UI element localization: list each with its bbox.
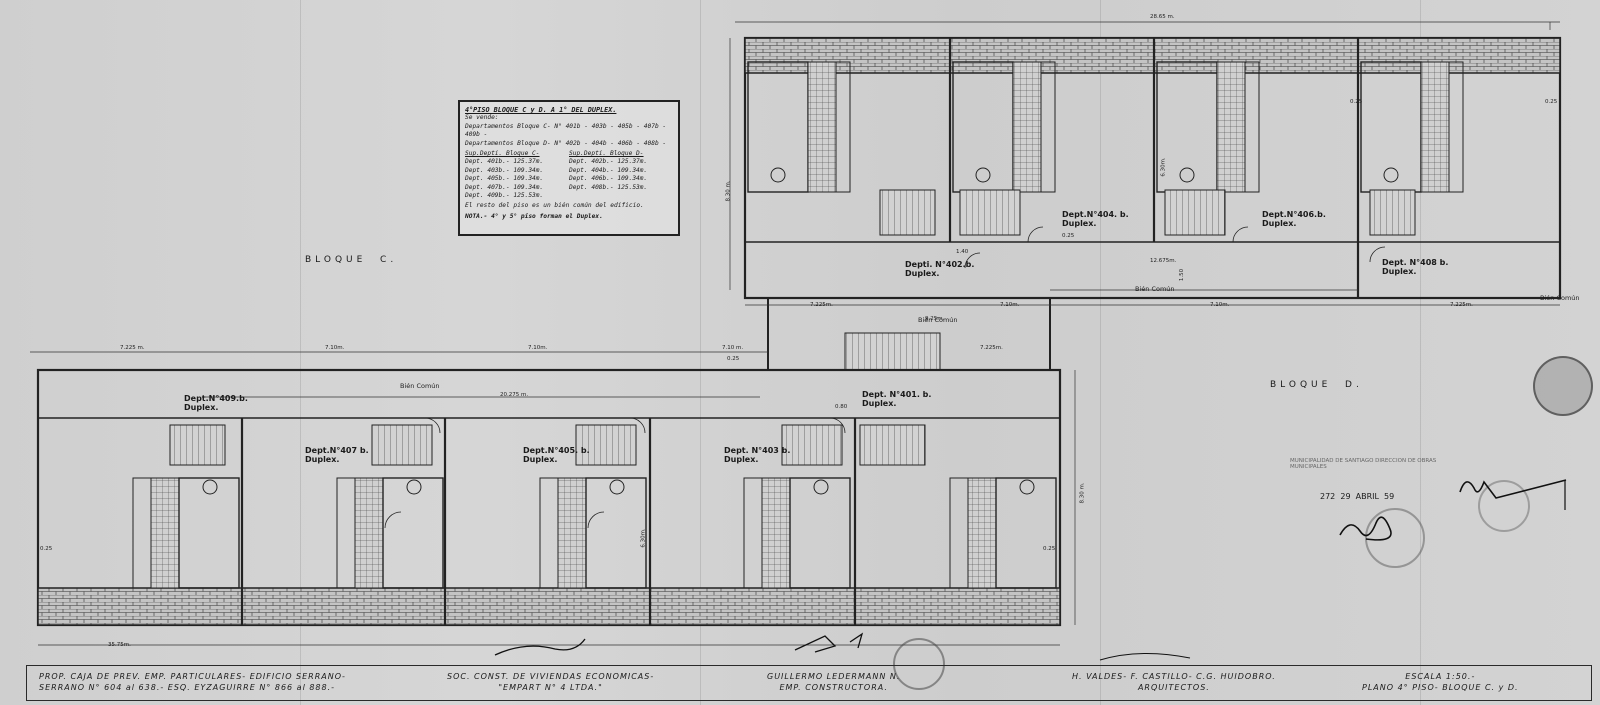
area-d: Dept. 402b.- 125.37m. (569, 158, 648, 166)
area-c: Dept. 401b.- 125.37m. (465, 158, 544, 166)
block-d-label: BLOQUE D. (1270, 380, 1363, 390)
label-402: Depti. N°402.b.Duplex. (905, 260, 975, 278)
note-nota: NOTA.- 4° y 5° piso forman el Duplex. (465, 212, 603, 220)
label-405: Dept.N°405. b.Duplex. (523, 446, 590, 464)
title-block: PROP. CAJA DE PREV. EMP. PARTICULARES- E… (26, 665, 1592, 701)
area-c: Dept. 409b.- 125.53m. (465, 192, 544, 200)
label-401: Dept. N°401. b.Duplex. (862, 390, 932, 408)
municipal-stamp-text: MUNICIPALIDAD DE SANTIAGO DIRECCION DE O… (1290, 458, 1437, 470)
dim-025: 0.25 (1545, 99, 1558, 105)
dim-630: 6.30m. (640, 528, 647, 548)
note-line: Departamentos Bloque D- N° 402b - 404b -… (465, 139, 667, 147)
note-line: Departamentos Bloque C- N° 401b - 403b -… (465, 122, 667, 139)
dim-630: 6.30m. (1160, 157, 1167, 177)
paper-fold (1420, 0, 1421, 705)
dim-025: 0.25 (1043, 546, 1056, 552)
dim-top-total: 28.65 m. (1150, 14, 1175, 20)
label-408: Dept. N°408 b.Duplex. (1382, 258, 1449, 276)
dim-830: 8.30 m. (1079, 482, 1086, 504)
area-c: Dept. 403b.- 109.34m. (465, 166, 544, 174)
stamp-icon (1478, 480, 1530, 532)
dimension-lines (30, 21, 1560, 646)
label-403: Dept. N°403 b.Duplex. (724, 446, 791, 464)
dim: 7.225m. (1450, 302, 1473, 308)
note-col-c-title: Sup.Depti. Bloque C- (465, 150, 540, 158)
common-area-label: Bién Común (1540, 294, 1580, 302)
dim-080: 0.80 (835, 404, 848, 410)
dim-025: 0.25 (1350, 99, 1363, 105)
dim: 7.225m. (810, 302, 833, 308)
dim-mid-12: 12.675m. (1150, 258, 1177, 264)
common-area-label: Bién Común (918, 316, 958, 324)
stamp-icon (1533, 356, 1593, 416)
dim-mid-20: 20.275 m. (500, 392, 529, 398)
builder-info: GUILLERMO LEDERMANN N.EMP. CONSTRUCTORA. (767, 672, 901, 692)
note-line: Se vende: (465, 114, 499, 122)
label-404: Dept.N°404. b.Duplex. (1062, 210, 1129, 228)
note-col-d-title: Sup.Depti. Bloque D- (569, 150, 644, 158)
area-c: Dept. 407b.- 109.34m. (465, 183, 544, 191)
dim-025: 0.25 (727, 356, 740, 362)
block-c-plan (36, 368, 1062, 627)
dim: 7.10m. (528, 345, 548, 351)
block-c-label: BLOQUE C. (305, 255, 398, 265)
dim: 7.10m. (1210, 302, 1230, 308)
label-409: Dept.N°409.b.Duplex. (184, 394, 248, 412)
dim: 7.10m. (325, 345, 345, 351)
label-407: Dept.N°407 b.Duplex. (305, 446, 369, 464)
dim-025: 0.25 (1062, 233, 1075, 239)
dim: 7.10 m. (722, 345, 744, 351)
dim-025: 0.25 (40, 546, 53, 552)
stamp-icon (893, 638, 945, 690)
dim-140: 1.40 (956, 249, 969, 255)
paper-fold (700, 0, 701, 705)
note-rest: El resto del piso es un bién común del e… (465, 202, 644, 210)
owner-info: PROP. CAJA DE PREV. EMP. PARTICULARES- E… (39, 672, 346, 692)
dim: 7.225 m. (120, 345, 145, 351)
dim: 7.10m. (1000, 302, 1020, 308)
area-d: Dept. 408b.- 125.53m. (569, 183, 648, 191)
society-info: SOC. CONST. DE VIVIENDAS ECONOMICAS-"EMP… (447, 672, 655, 692)
note-title: 4°PISO BLOQUE C y D. A 1° DEL DUPLEX. (465, 106, 617, 114)
dim-150: 1.50 (1179, 268, 1186, 282)
common-area-label: Bién Común (400, 382, 440, 390)
area-d: Dept. 406b.- 109.34m. (569, 175, 648, 183)
stamp-icon (1365, 508, 1425, 568)
unit-interiors-d (747, 61, 1464, 269)
label-406: Dept.N°406.b.Duplex. (1262, 210, 1326, 228)
architects-info: H. VALDES- F. CASTILLO- C.G. HUIDOBRO.AR… (1072, 672, 1276, 692)
paper-fold (1100, 0, 1101, 705)
paper-fold (300, 0, 301, 705)
scale-info: ESCALA 1:50.-PLANO 4° PISO- BLOQUE C. y … (1362, 672, 1519, 692)
dim-830: 8.30 m. (725, 180, 732, 202)
block-d-plan (743, 36, 1562, 371)
dim-925: 9.25m. (925, 316, 945, 322)
unit-interiors-c (132, 417, 1057, 589)
common-area-label: Bién Común (1135, 285, 1175, 293)
sales-note-box: 4°PISO BLOQUE C y D. A 1° DEL DUPLEX. Se… (458, 100, 680, 236)
dim-bottom-total: 35.75m. (108, 642, 131, 648)
dim: 7.225m. (980, 345, 1003, 351)
approval-date: 272 29 ABRIL 59 (1320, 492, 1395, 501)
area-d: Dept. 404b.- 109.34m. (569, 166, 648, 174)
area-c: Dept. 405b.- 109.34m. (465, 175, 544, 183)
